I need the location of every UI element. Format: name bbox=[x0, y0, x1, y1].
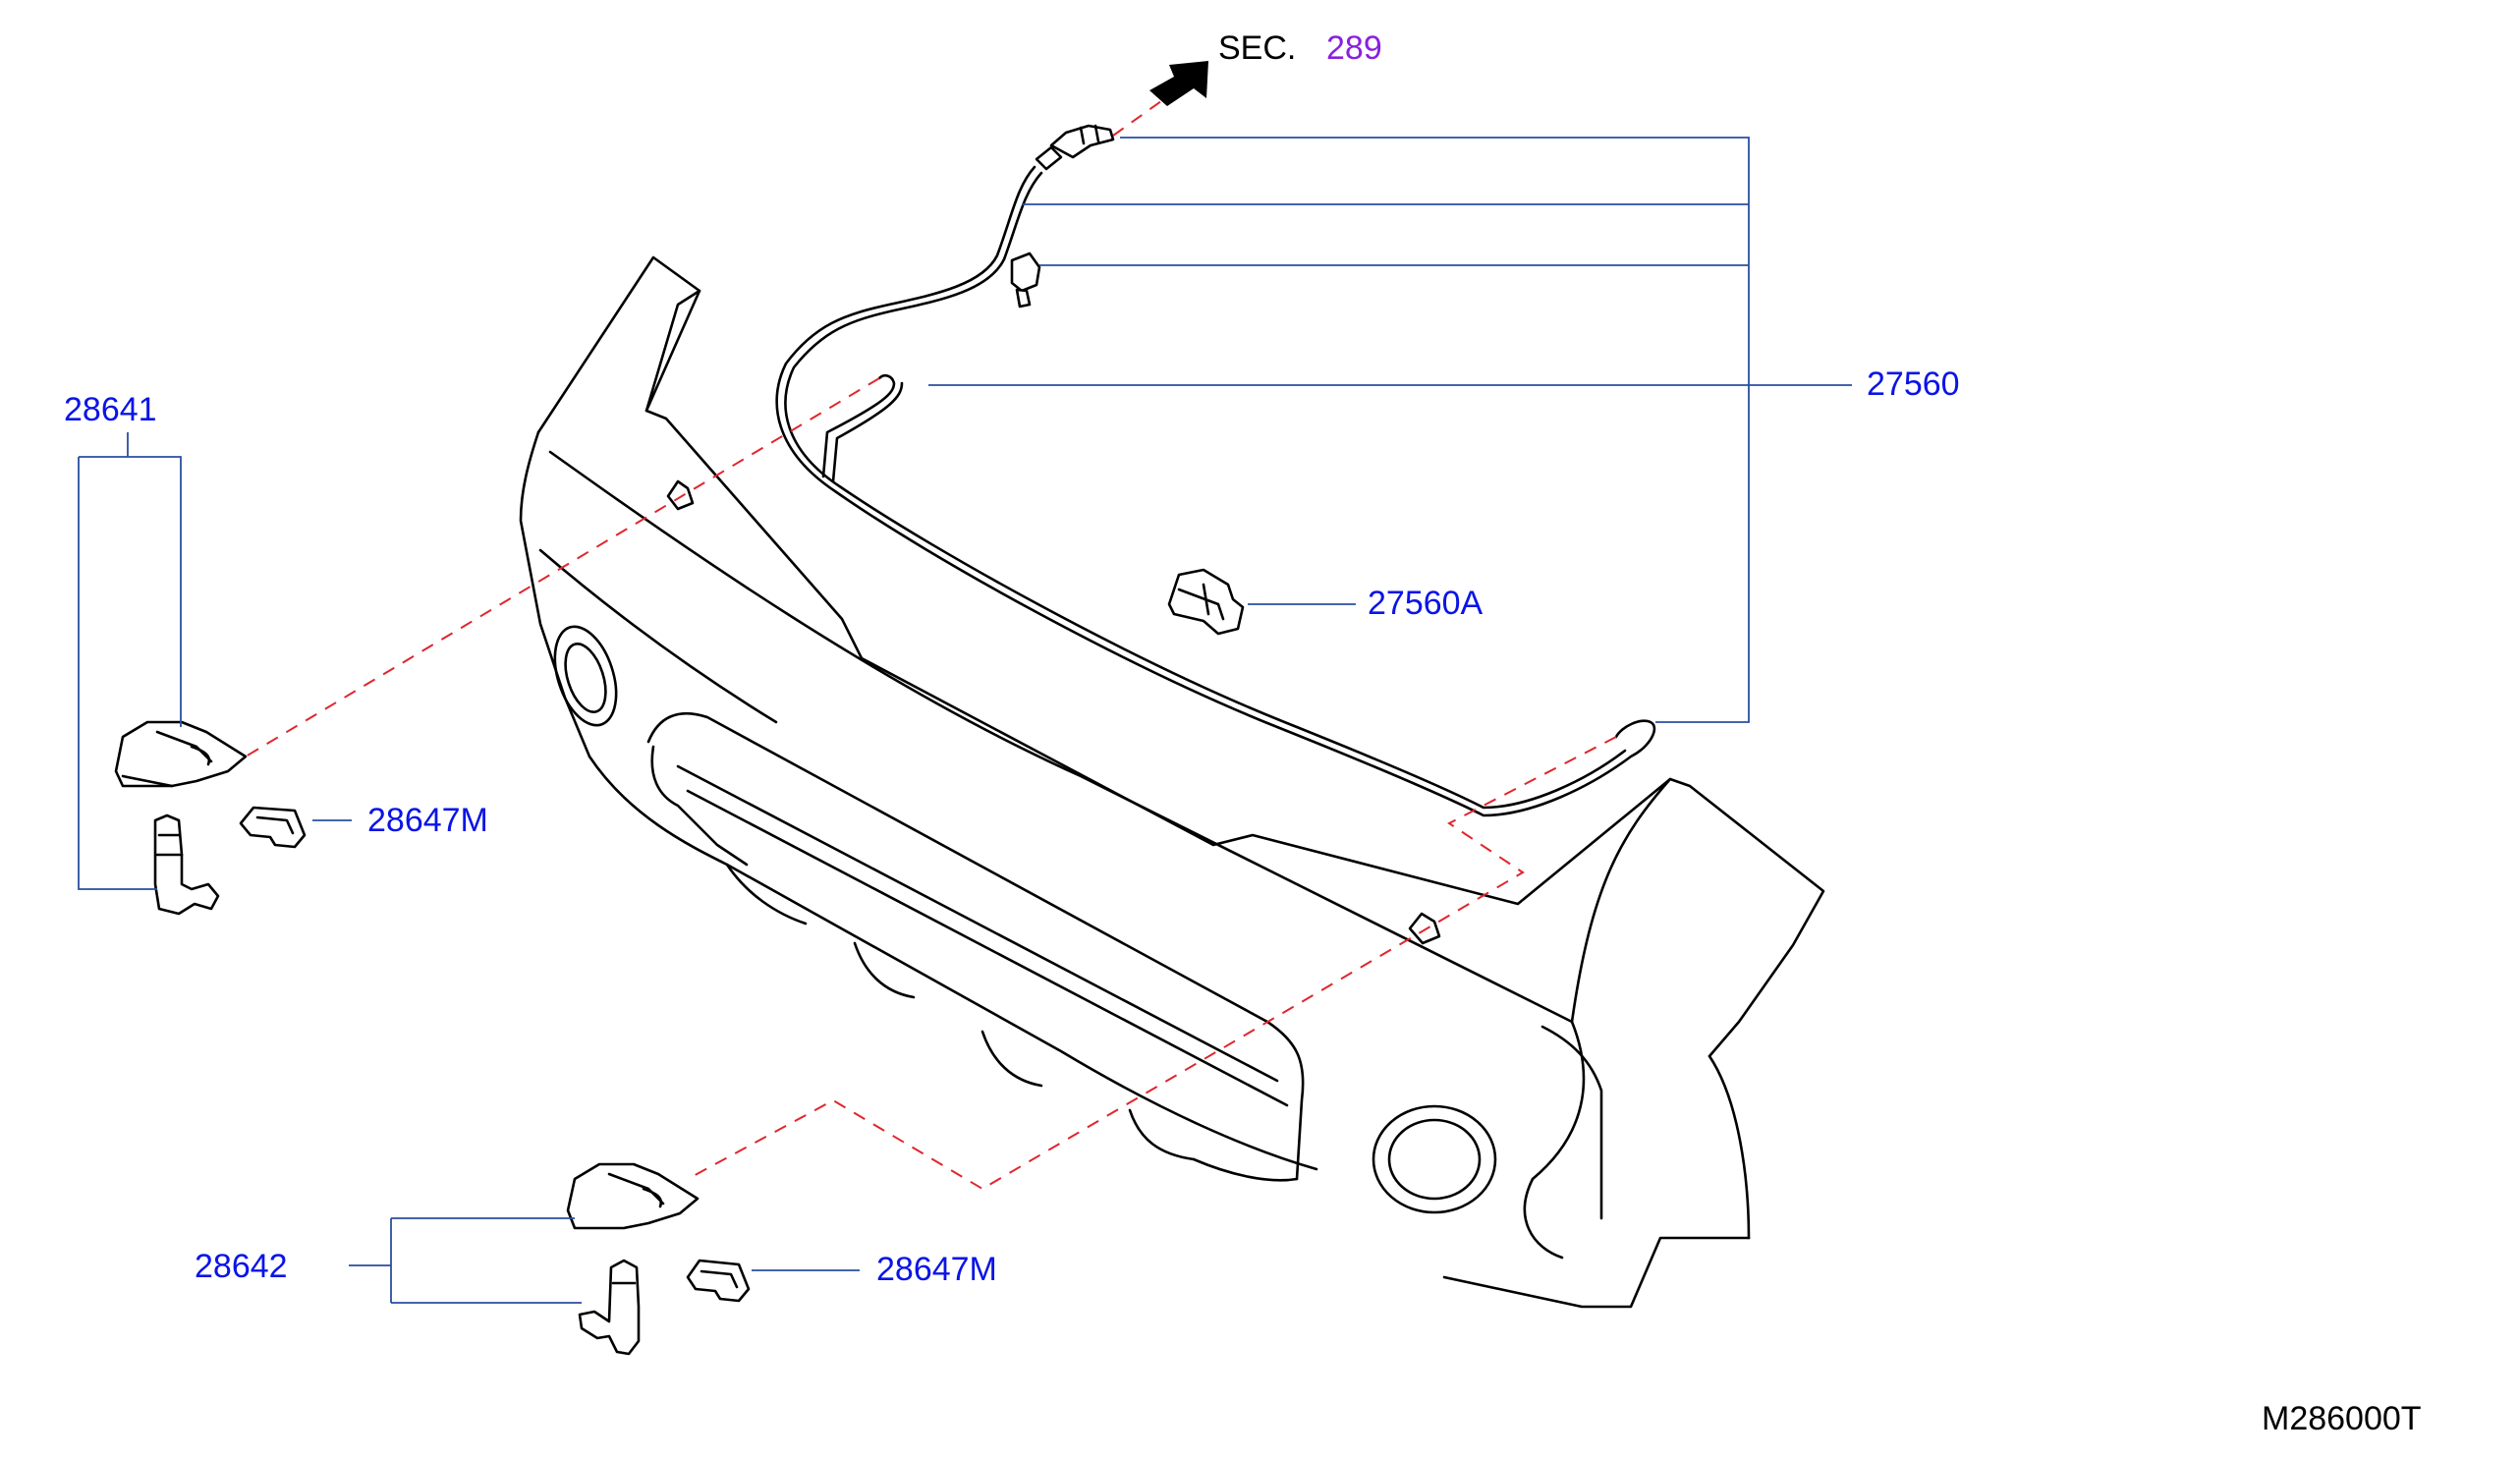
section-ref-arrow-icon bbox=[1149, 61, 1208, 106]
callout-leaders bbox=[78, 137, 1852, 1304]
drawing-code: M286000T bbox=[2262, 1400, 2422, 1437]
callout-28647m-upper[interactable]: 28647M bbox=[367, 802, 488, 839]
callout-27560a[interactable]: 27560A bbox=[1368, 585, 1484, 622]
front-bumper bbox=[519, 255, 1825, 1309]
nozzle-clip-lower bbox=[686, 1259, 751, 1303]
callout-27560[interactable]: 27560 bbox=[1867, 365, 1960, 403]
hose-clamp-upper bbox=[1010, 252, 1041, 308]
hose-clip-27560a bbox=[1167, 568, 1245, 636]
callout-28641[interactable]: 28641 bbox=[64, 391, 157, 428]
assembly-dashed-lines bbox=[245, 87, 1617, 1191]
nozzle-clip-upper bbox=[239, 806, 307, 849]
section-ref-number-link[interactable]: 289 bbox=[1326, 29, 1382, 67]
nozzle-joint-lower bbox=[578, 1259, 641, 1356]
hose-joint-connector bbox=[1035, 124, 1115, 171]
washer-hose bbox=[775, 165, 1656, 817]
nozzle-joint-upper bbox=[153, 813, 220, 916]
section-ref-prefix: SEC. bbox=[1218, 29, 1296, 67]
washer-nozzle-28641 bbox=[114, 720, 248, 788]
callout-28642[interactable]: 28642 bbox=[195, 1248, 288, 1285]
callout-28647m-lower[interactable]: 28647M bbox=[876, 1251, 997, 1288]
washer-nozzle-28642 bbox=[566, 1162, 700, 1230]
